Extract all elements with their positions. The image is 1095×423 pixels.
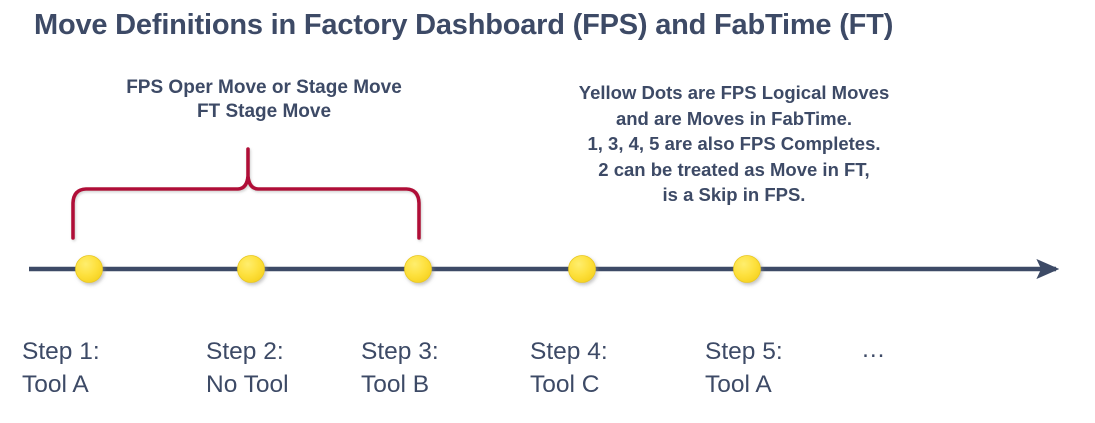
step-label-2: Step 2: No Tool — [206, 336, 289, 401]
step-label-1-title: Step 1: — [22, 338, 100, 365]
yellow-dots-annotation: Yellow Dots are FPS Logical Moves and ar… — [503, 80, 965, 208]
step-dot-5[interactable] — [733, 255, 761, 283]
step-label-5: Step 5: Tool A — [705, 336, 783, 401]
step-dot-1[interactable] — [75, 255, 103, 283]
step-label-1: Step 1: Tool A — [22, 336, 100, 401]
continuation-ellipsis: … — [861, 336, 887, 363]
step-dots-group — [75, 255, 761, 283]
step-label-5-tool: Tool A — [705, 370, 772, 398]
step-label-3: Step 3: Tool B — [361, 336, 439, 401]
step-label-5-title: Step 5: — [705, 338, 783, 365]
step-label-3-tool: Tool B — [361, 370, 430, 398]
step-label-2-tool: No Tool — [206, 370, 289, 398]
red-curly-brace — [71, 147, 421, 240]
step-label-2-title: Step 2: — [206, 338, 284, 365]
brace-annotation: FPS Oper Move or Stage Move FT Stage Mov… — [68, 76, 460, 125]
yellow-dots-annotation-line-4: 2 can be treated as Move in FT, — [598, 158, 870, 180]
brace-annotation-line-1: FPS Oper Move or Stage Move — [126, 77, 402, 98]
step-label-3-title: Step 3: — [361, 338, 439, 365]
step-label-1-tool: Tool A — [22, 370, 89, 398]
step-label-4-tool: Tool C — [530, 370, 600, 398]
yellow-dots-annotation-line-5: is a Skip in FPS. — [662, 184, 806, 206]
brace-annotation-line-2: FT Stage Move — [196, 101, 332, 123]
yellow-dots-annotation-line-3: 1, 3, 4, 5 are also FPS Completes. — [587, 133, 881, 155]
step-dot-3[interactable] — [404, 255, 432, 283]
yellow-dots-annotation-line-2: and are Moves in FabTime. — [615, 107, 853, 129]
step-dot-2[interactable] — [237, 255, 265, 283]
page-title: Move Definitions in Factory Dashboard (F… — [34, 9, 894, 41]
yellow-dots-annotation-line-1: Yellow Dots are FPS Logical Moves — [578, 82, 890, 103]
step-dot-4[interactable] — [568, 255, 596, 283]
step-label-4: Step 4: Tool C — [530, 336, 608, 401]
step-label-4-title: Step 4: — [530, 338, 608, 365]
